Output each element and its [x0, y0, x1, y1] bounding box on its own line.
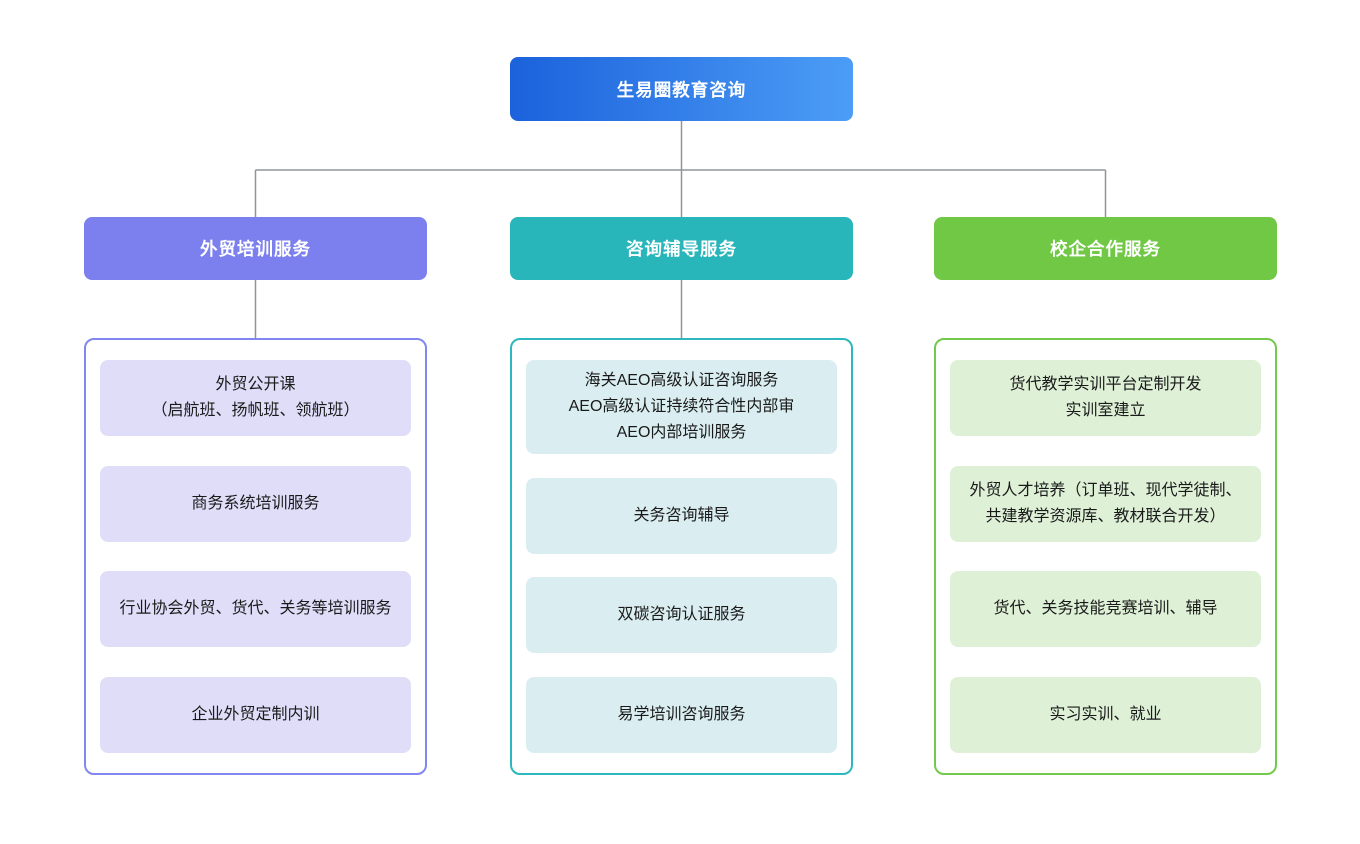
- service-item: 货代、关务技能竞赛培训、辅导: [950, 571, 1261, 648]
- branch-container-school-enterprise: 货代教学实训平台定制开发 实训室建立 外贸人才培养（订单班、现代学徒制、共建教学…: [934, 338, 1277, 775]
- service-item: 商务系统培训服务: [100, 465, 411, 542]
- service-item: 外贸公开课 （启航班、扬帆班、领航班）: [100, 360, 411, 436]
- branch-header-label: 校企合作服务: [1050, 239, 1161, 259]
- service-item: 货代教学实训平台定制开发 实训室建立: [950, 360, 1261, 436]
- branch-header-school-enterprise: 校企合作服务: [934, 217, 1277, 280]
- service-item: 关务咨询辅导: [526, 477, 837, 554]
- service-item: 海关AEO高级认证咨询服务 AEO高级认证持续符合性内部审 AEO内部培训服务: [526, 360, 837, 454]
- branch-container-trade-training: 外贸公开课 （启航班、扬帆班、领航班） 商务系统培训服务 行业协会外贸、货代、关…: [84, 338, 427, 775]
- branch-header-consulting: 咨询辅导服务: [510, 217, 853, 280]
- branch-header-label: 咨询辅导服务: [626, 239, 737, 259]
- branch-container-consulting: 海关AEO高级认证咨询服务 AEO高级认证持续符合性内部审 AEO内部培训服务 …: [510, 338, 853, 775]
- service-item: 行业协会外贸、货代、关务等培训服务: [100, 571, 411, 648]
- service-item: 双碳咨询认证服务: [526, 577, 837, 654]
- root-node: 生易圈教育咨询: [510, 57, 853, 121]
- branch-header-trade-training: 外贸培训服务: [84, 217, 427, 280]
- service-item: 易学培训咨询服务: [526, 676, 837, 753]
- root-node-label: 生易圈教育咨询: [616, 79, 747, 100]
- service-item: 实习实训、就业: [950, 676, 1261, 753]
- service-item: 外贸人才培养（订单班、现代学徒制、共建教学资源库、教材联合开发）: [950, 465, 1261, 542]
- service-item: 企业外贸定制内训: [100, 676, 411, 753]
- branch-header-label: 外贸培训服务: [200, 239, 311, 259]
